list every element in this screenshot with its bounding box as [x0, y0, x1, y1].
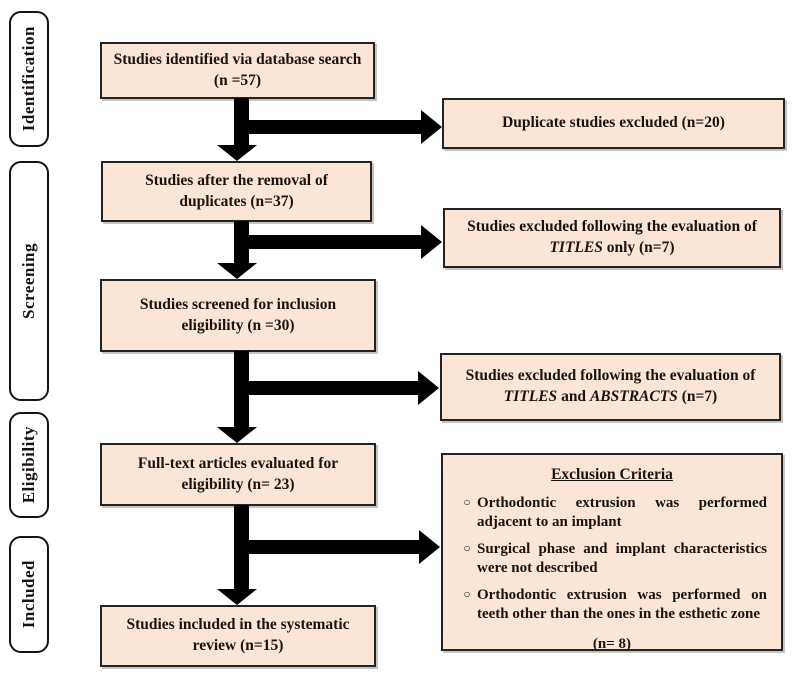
box-text: Studies excluded following the evaluatio…	[452, 366, 769, 408]
exclusion-item-text: Orthodontic extrusion was performed adja…	[477, 494, 767, 531]
open-circle-bullet-icon: ○	[463, 540, 471, 555]
box-titles-excluded: Studies excluded following the evaluatio…	[443, 208, 781, 268]
box-text-line: Studies included in the systematic	[126, 616, 350, 634]
arrow-down-head-icon	[217, 145, 257, 161]
stage-label-screening: Screening	[9, 161, 49, 401]
stage-label-included: Included	[9, 536, 49, 653]
exclusion-item-text: Orthodontic extrusion was performed on t…	[477, 586, 767, 623]
exclusion-count: (n= 8)	[592, 635, 632, 652]
text-segment: only (n=7)	[602, 239, 675, 256]
arrow-right-head-icon	[418, 371, 439, 405]
exclusion-item: ○ Orthodontic extrusion was performed ad…	[457, 494, 767, 533]
box-text: Studies excluded following the evaluatio…	[455, 217, 769, 259]
exclusion-item: ○ Orthodontic extrusion was performed on…	[457, 586, 767, 625]
box-text-line: Studies screened for inclusion	[139, 295, 337, 313]
box-studies-identified: Studies identified via database search (…	[100, 42, 375, 99]
open-circle-bullet-icon: ○	[463, 494, 471, 509]
arrow-right-head-icon	[421, 225, 442, 259]
italic-titles: TITLES	[503, 388, 558, 405]
branch-arrow-to-exclusion-criteria	[234, 540, 420, 554]
box-fulltext-evaluated: Full-text articles evaluated for eligibi…	[100, 443, 376, 506]
box-text-line: Studies after the removal of	[145, 171, 328, 189]
arrow-down-head-icon	[217, 589, 257, 605]
box-text-line: eligibility (n =30)	[181, 316, 295, 334]
box-text-line: Full-text articles evaluated for	[137, 454, 339, 472]
arrow-right-head-icon	[419, 530, 440, 564]
stage-label-identification: Identification	[9, 11, 49, 147]
exclusion-item: ○ Surgical phase and implant characteris…	[457, 540, 767, 579]
stage-label-eligibility: Eligibility	[9, 412, 49, 518]
box-text: Duplicate studies excluded (n=20)	[502, 114, 725, 132]
text-segment: Studies excluded following the evaluatio…	[467, 218, 757, 236]
open-circle-bullet-icon: ○	[463, 586, 471, 601]
box-duplicates-excluded: Duplicate studies excluded (n=20)	[442, 98, 785, 149]
arrow-down-head-icon	[217, 427, 257, 443]
text-segment: (n=7)	[677, 388, 718, 405]
italic-abstracts: ABSTRACTS	[589, 388, 678, 405]
box-studies-screened: Studies screened for inclusion eligibili…	[100, 279, 376, 352]
exclusion-item-text: Surgical phase and implant characteristi…	[477, 540, 767, 577]
box-studies-included: Studies included in the systematic revie…	[100, 605, 376, 667]
box-titles-abstracts-excluded: Studies excluded following the evaluatio…	[440, 353, 781, 421]
italic-titles: TITLES	[549, 239, 603, 256]
box-text-line: duplicates (n=37)	[179, 192, 294, 210]
arrow-right-head-icon	[421, 110, 442, 144]
box-text-line: Studies identified via database search	[113, 50, 362, 68]
arrow-down-head-icon	[217, 263, 257, 279]
stage-label-text: Screening	[19, 243, 38, 319]
text-segment: Studies excluded following the evaluatio…	[465, 367, 756, 385]
stage-label-text: Included	[19, 560, 38, 629]
box-text-line: review (n=15)	[192, 637, 284, 654]
box-text-line: (n =57)	[213, 71, 262, 89]
box-text-line: eligibility (n= 23)	[181, 475, 295, 493]
text-segment: and	[557, 388, 590, 405]
box-exclusion-criteria: Exclusion Criteria ○ Orthodontic extrusi…	[441, 453, 783, 652]
exclusion-criteria-title: Exclusion Criteria	[551, 466, 673, 483]
branch-arrow-to-duplicates-excluded	[234, 120, 422, 134]
stage-label-text: Identification	[19, 26, 38, 132]
stage-label-text: Eligibility	[19, 426, 38, 504]
box-after-duplicate-removal: Studies after the removal of duplicates …	[101, 161, 372, 222]
branch-arrow-to-titles-abstracts-excluded	[234, 381, 419, 395]
branch-arrow-to-titles-excluded	[234, 235, 422, 249]
